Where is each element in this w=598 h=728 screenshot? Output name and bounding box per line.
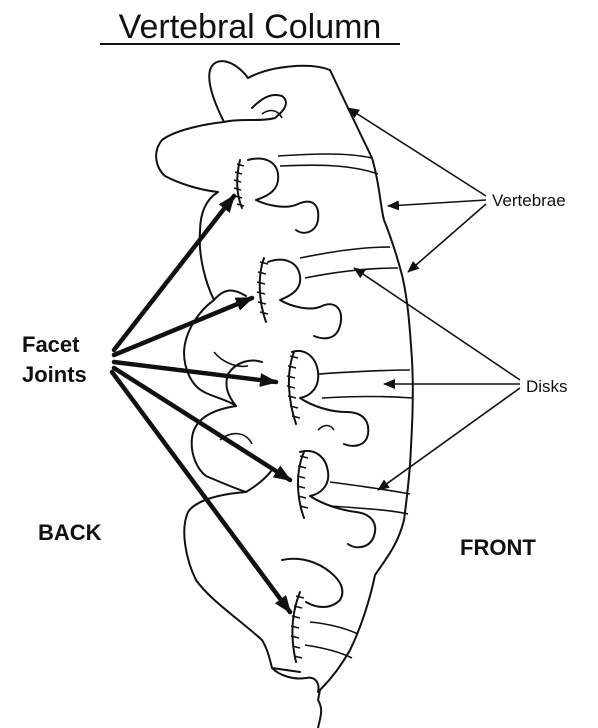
disks-arrow-3 bbox=[378, 388, 520, 490]
facet-hatch-4 bbox=[297, 452, 308, 518]
facet-arrow-1 bbox=[114, 196, 234, 350]
disk-line-1b bbox=[280, 165, 378, 174]
disks-arrow-1 bbox=[354, 268, 520, 380]
inner-curve-3 bbox=[318, 426, 334, 431]
spine-back-outline bbox=[156, 61, 300, 672]
inner-curve-1 bbox=[262, 111, 282, 118]
disk-line-1 bbox=[278, 154, 372, 158]
facet-arrow-3 bbox=[114, 362, 276, 382]
disk-line-3b bbox=[322, 397, 412, 399]
inner-curve-4 bbox=[214, 352, 248, 366]
process-upper bbox=[248, 159, 318, 233]
disk-line-5b bbox=[305, 645, 352, 658]
process-l3 bbox=[292, 351, 368, 446]
process-sacrum bbox=[282, 559, 342, 607]
disk-line-3 bbox=[318, 370, 410, 374]
facet-hatch-1 bbox=[234, 160, 244, 208]
spinous-process-3 bbox=[214, 291, 246, 301]
disk-line-2 bbox=[300, 247, 390, 258]
spinous-process-4 bbox=[226, 361, 262, 407]
disk-line-4 bbox=[330, 482, 410, 494]
vertebrae-arrow-3 bbox=[408, 204, 486, 272]
diagram-title: Vertebral Column bbox=[119, 8, 382, 46]
facet-arrow-5 bbox=[112, 372, 290, 612]
facet-label-line1: Facet bbox=[22, 332, 80, 357]
vertebrae-arrow-2 bbox=[388, 200, 486, 206]
facet-label-line2: Joints bbox=[22, 362, 87, 387]
process-l2 bbox=[268, 260, 341, 339]
disk-line-5 bbox=[310, 622, 358, 634]
spinous-process-5 bbox=[246, 470, 272, 492]
back-label: BACK bbox=[38, 520, 102, 545]
disks-arrows bbox=[354, 268, 520, 490]
facet-hatch-5 bbox=[291, 592, 304, 662]
spine-illustration bbox=[156, 61, 413, 728]
process-l4 bbox=[300, 451, 375, 547]
disks-label: Disks bbox=[526, 377, 568, 396]
spinous-process-2 bbox=[224, 95, 286, 122]
front-label: FRONT bbox=[460, 535, 536, 560]
facet-arrow-4 bbox=[114, 368, 290, 480]
vertebrae-label: Vertebrae bbox=[492, 191, 566, 210]
disk-line-2b bbox=[305, 268, 398, 278]
facet-hatch-2 bbox=[257, 258, 268, 322]
facet-hatch-3 bbox=[287, 352, 300, 424]
